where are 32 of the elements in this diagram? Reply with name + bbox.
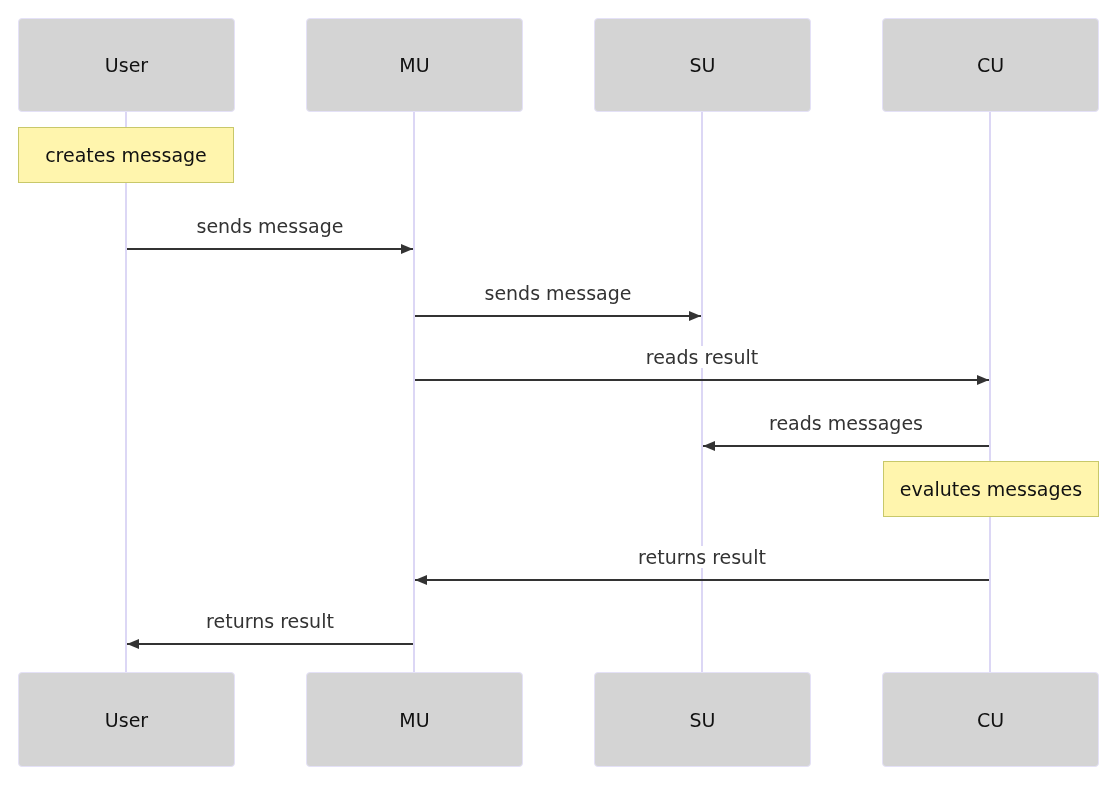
note-box <box>883 461 1099 517</box>
participant-box <box>18 672 235 767</box>
lifeline <box>989 517 991 672</box>
participant-box <box>594 672 811 767</box>
lifeline <box>413 112 415 672</box>
participant-box <box>306 672 523 767</box>
message-arrow <box>414 575 990 585</box>
participant-name: MU <box>399 54 430 76</box>
participant-box <box>882 18 1099 112</box>
lifeline <box>989 112 991 461</box>
message-arrow <box>702 441 990 451</box>
lifeline <box>125 112 127 127</box>
message-arrow <box>414 311 702 321</box>
participant-box <box>594 18 811 112</box>
message-arrow <box>414 375 990 385</box>
participant-name: User <box>104 54 149 76</box>
participant-name: SU <box>689 54 716 76</box>
lifeline <box>125 183 127 672</box>
note-box <box>18 127 234 183</box>
participant-box <box>306 18 523 112</box>
message-arrow <box>126 244 414 254</box>
participant-name: MU <box>399 708 430 731</box>
note-text: evalutes messages <box>899 478 1083 500</box>
participant-name: CU <box>976 54 1005 76</box>
participant-name: SU <box>689 708 716 731</box>
participant-name: User <box>104 708 149 731</box>
participant-box <box>882 672 1099 767</box>
message-arrow <box>126 639 414 649</box>
lifeline <box>701 112 703 672</box>
participant-name: CU <box>976 708 1005 731</box>
participant-box <box>18 18 235 112</box>
note-text: creates message <box>45 144 207 166</box>
